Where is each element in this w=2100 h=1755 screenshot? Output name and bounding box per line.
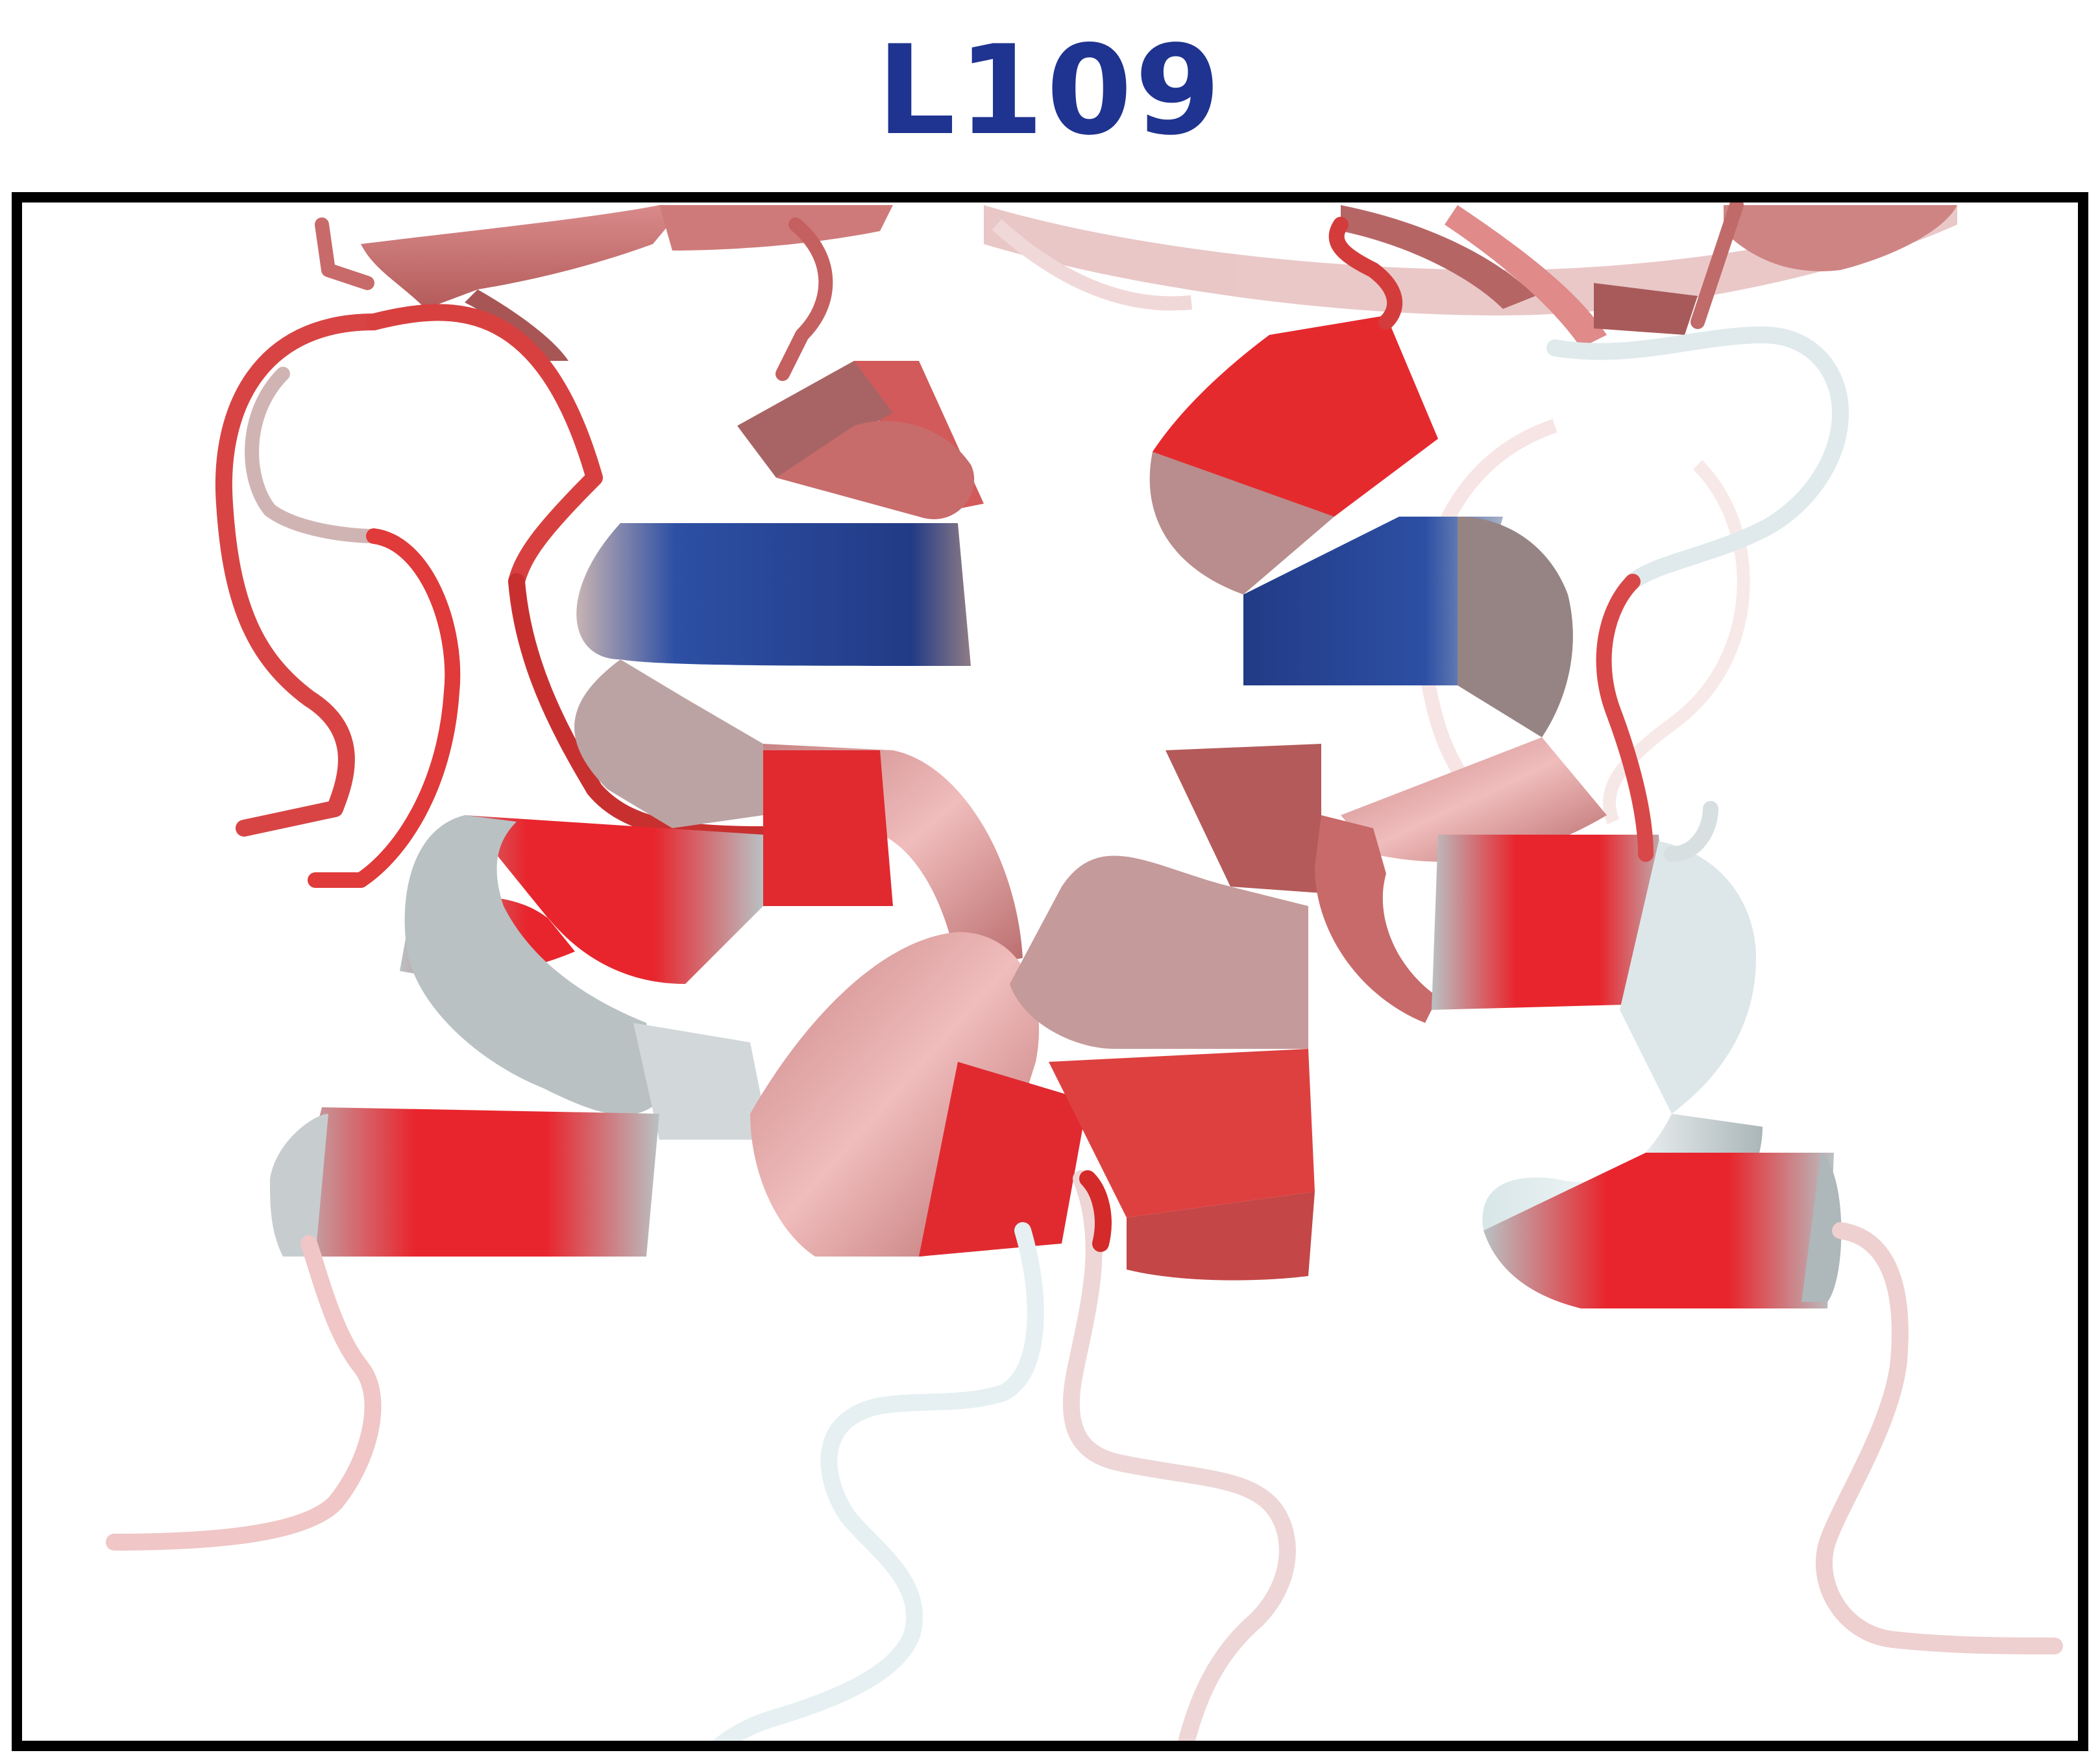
loop-left <box>215 217 833 888</box>
figure-title: L109 <box>877 19 1223 162</box>
loop-right <box>1328 202 1849 862</box>
beta-sheet-top <box>361 205 1957 361</box>
helix-left <box>270 361 1088 1257</box>
helix-right <box>1149 315 1842 1308</box>
protein-ribbon-render <box>106 202 2063 1741</box>
tails-bottom <box>106 1170 2063 1741</box>
structure-frame <box>12 192 2088 1751</box>
helix-center <box>1010 744 1321 1281</box>
